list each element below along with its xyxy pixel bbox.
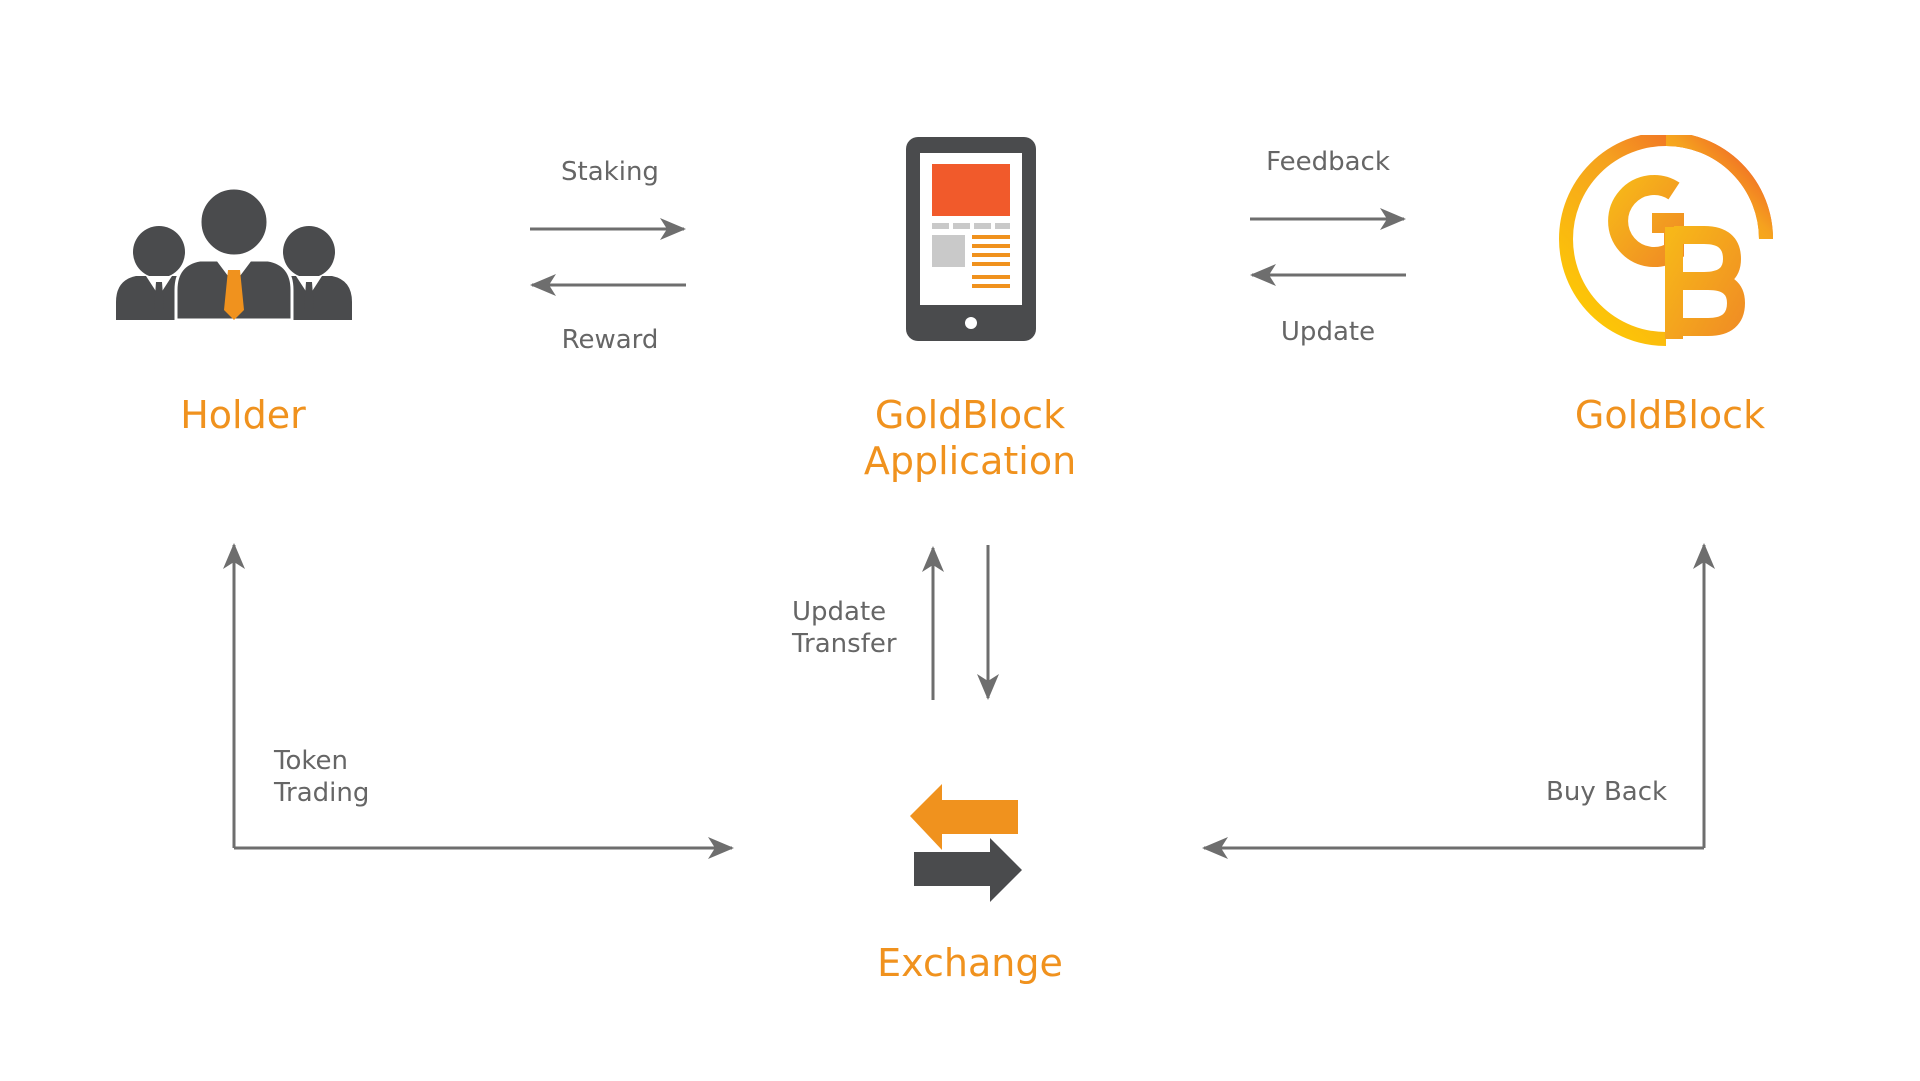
buy-back-label: Buy Back [1546,777,1668,807]
exchange-title: Exchange [877,941,1063,985]
trading-label: Trading [274,778,370,808]
app-title-line2: Application [863,439,1077,483]
token-trading-label: Token Trading [274,745,369,809]
update-label-mid: Update [792,597,887,627]
transfer-label: Transfer [792,629,897,659]
update-transfer-label: Update Transfer [792,596,897,660]
reward-label: Reward [561,325,659,355]
goldblock-logo [1559,135,1773,346]
exchange-arrows-icon [910,784,1022,902]
token-label: Token [274,746,348,776]
app-title-line1: GoldBlock [874,393,1066,437]
feedback-label: Feedback [1266,147,1390,177]
staking-label: Staking [561,157,659,187]
holder-title: Holder [180,393,306,437]
goldblock-title: GoldBlock [1574,393,1766,437]
app-title: GoldBlock Application [820,392,1120,484]
tablet-icon [906,137,1036,341]
update-label-top: Update [1280,317,1376,347]
people-group-icon [116,186,352,322]
